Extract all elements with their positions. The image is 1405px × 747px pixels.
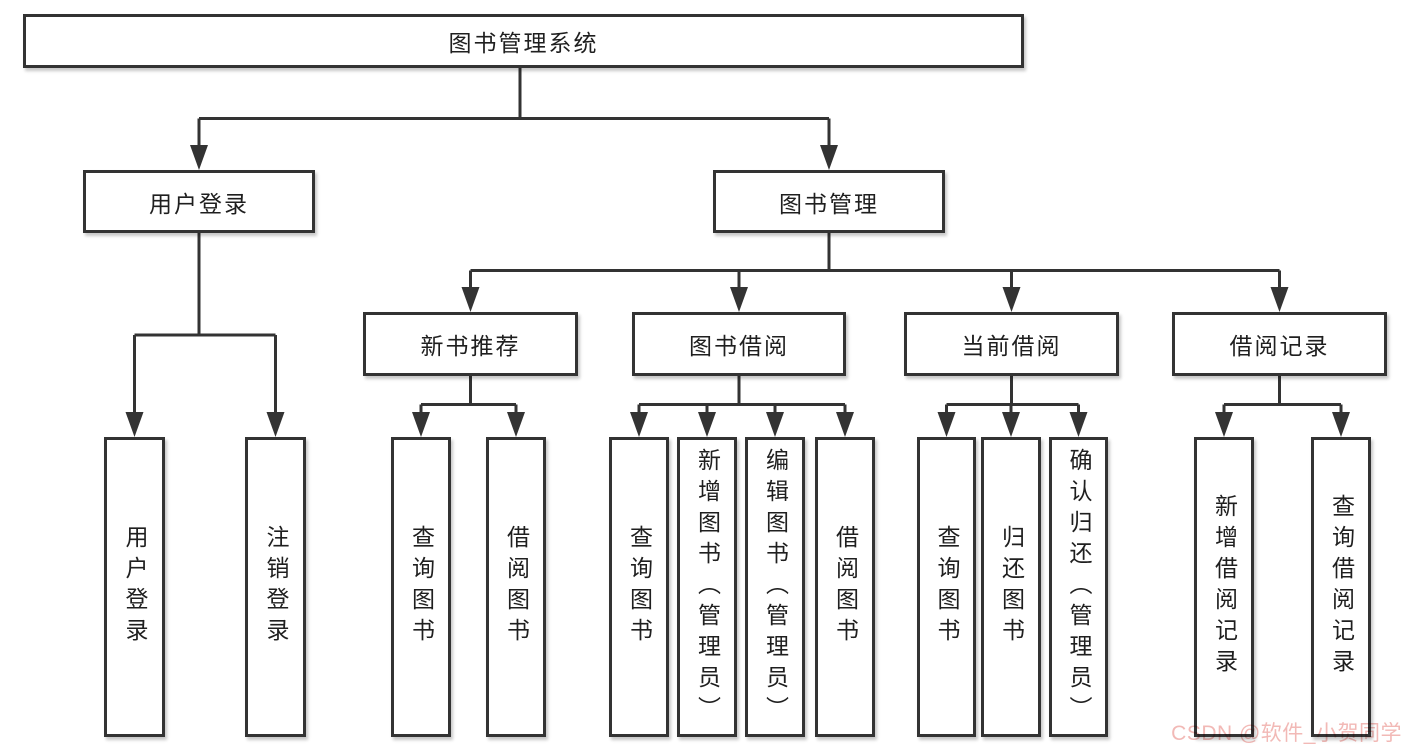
node-borrow-record: 借阅记录 — [1172, 312, 1387, 376]
node-book-management: 图书管理 — [713, 170, 945, 233]
node-label: 注销登录 — [263, 525, 289, 649]
node-label: 查询借阅记录 — [1328, 494, 1355, 680]
leaf-user-login: 用户登录 — [104, 437, 165, 737]
leaf-logout-login: 注销登录 — [245, 437, 306, 737]
borrow-record-branch-line — [1224, 376, 1341, 406]
node-label: 图书管理系统 — [448, 30, 599, 56]
leaf-nb-borrow-book: 借阅图书 — [486, 437, 546, 737]
book-borrow-branch-line — [639, 376, 845, 406]
node-label: 新增借阅记录 — [1211, 494, 1238, 680]
node-root: 图书管理系统 — [23, 14, 1024, 68]
leaf-bb-add-book-admin: 新增图书（管理员） — [677, 437, 737, 737]
node-label: 新增图书（管理员） — [694, 447, 721, 727]
node-label: 编辑图书（管理员） — [762, 447, 789, 727]
node-label: 查询图书 — [408, 525, 435, 649]
node-label: 借阅记录 — [1229, 333, 1330, 359]
leaf-br-query-record: 查询借阅记录 — [1311, 437, 1371, 737]
node-current-borrow: 当前借阅 — [904, 312, 1119, 376]
node-label: 当前借阅 — [961, 333, 1062, 359]
csdn-watermark: CSDN @软件_小贺同学 — [1171, 722, 1402, 745]
leaf-bb-edit-book-admin: 编辑图书（管理员） — [745, 437, 805, 737]
node-label: 新书推荐 — [420, 333, 521, 359]
node-new-book-recommend: 新书推荐 — [363, 312, 578, 376]
root-branch-line — [199, 66, 829, 120]
node-label: 查询图书 — [934, 525, 960, 649]
leaf-cb-query-book: 查询图书 — [917, 437, 976, 737]
node-label: 用户登录 — [149, 190, 249, 217]
new-book-branch-line — [421, 376, 516, 406]
node-label: 借阅图书 — [832, 525, 859, 649]
user-login-branch-line — [134, 233, 276, 337]
leaf-nb-query-book: 查询图书 — [391, 437, 451, 737]
node-label: 查询图书 — [626, 525, 653, 649]
leaf-cb-confirm-return-admin: 确认归还（管理员） — [1049, 437, 1108, 737]
node-label: 借阅图书 — [503, 525, 530, 649]
node-label: 确认归还（管理员） — [1066, 447, 1092, 727]
leaf-bb-query-book: 查询图书 — [609, 437, 669, 737]
node-label: 图书管理 — [779, 190, 879, 217]
current-borrow-branch-line — [946, 376, 1079, 406]
node-label: 归还图书 — [998, 525, 1025, 649]
node-book-borrow: 图书借阅 — [632, 312, 846, 376]
leaf-br-add-record: 新增借阅记录 — [1194, 437, 1254, 737]
leaf-cb-return-book: 归还图书 — [981, 437, 1041, 737]
node-user-login: 用户登录 — [83, 170, 315, 233]
book-management-branch-line — [470, 233, 1280, 272]
leaf-bb-borrow-book: 借阅图书 — [815, 437, 875, 737]
node-label: 用户登录 — [122, 525, 148, 649]
node-label: 图书借阅 — [689, 333, 789, 359]
